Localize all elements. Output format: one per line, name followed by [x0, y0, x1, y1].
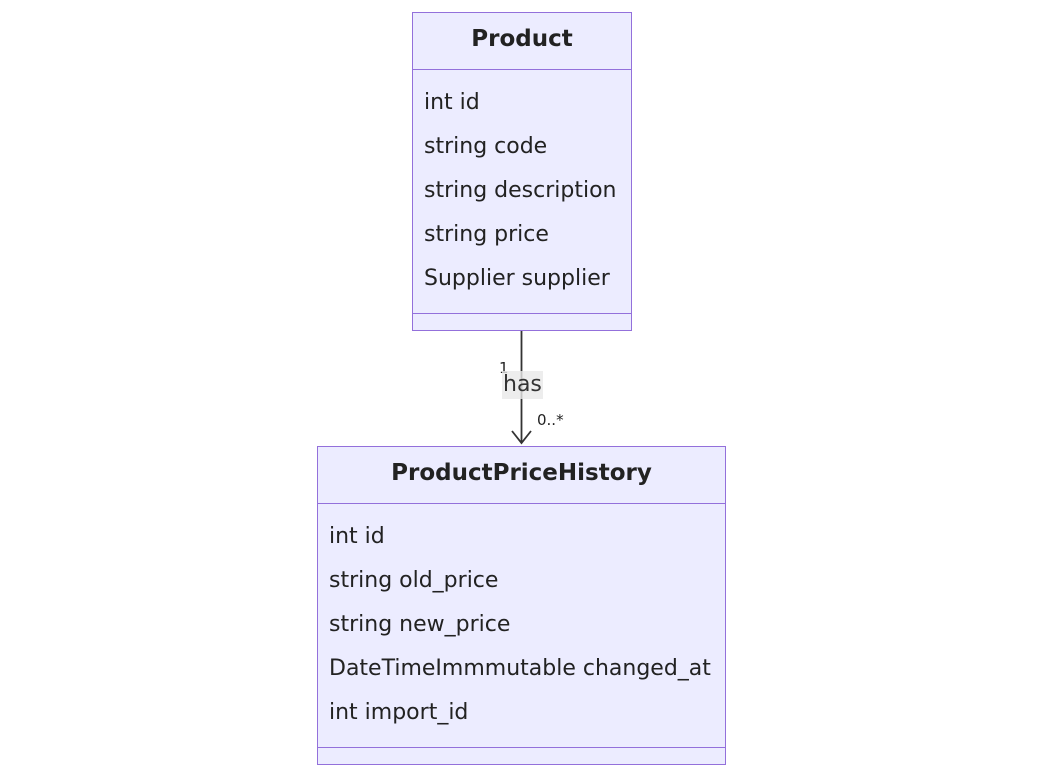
relation-arrowhead — [511, 430, 532, 445]
class-history-attribute: string new_price — [329, 612, 511, 637]
class-history-attribute: string old_price — [329, 568, 499, 593]
class-product-attribute: int id — [424, 90, 480, 115]
class-product-attribute: string code — [424, 134, 548, 159]
class-product-attribute: string price — [424, 222, 549, 247]
class-product-name: Product — [471, 26, 573, 52]
class-product-attribute: Supplier supplier — [424, 266, 610, 291]
relation-label: has — [502, 371, 543, 399]
class-product-methods-divider — [413, 313, 631, 314]
class-history-attribute: DateTimeImmmutable changed_at — [329, 656, 711, 681]
class-history-attribute: int import_id — [329, 700, 469, 725]
class-history-title-divider — [318, 503, 725, 504]
class-history-attribute: int id — [329, 524, 385, 549]
cardinality-from: 1 — [499, 359, 509, 377]
class-product-title-divider — [413, 69, 631, 70]
class-history-name: ProductPriceHistory — [391, 460, 652, 486]
class-product-attribute: string description — [424, 178, 617, 203]
class-history-methods-divider — [318, 747, 725, 748]
class-product-price-history[interactable]: ProductPriceHistory int id string old_pr… — [317, 446, 726, 765]
cardinality-to: 0..* — [537, 411, 564, 429]
class-product[interactable]: Product int id string code string descri… — [412, 12, 632, 331]
